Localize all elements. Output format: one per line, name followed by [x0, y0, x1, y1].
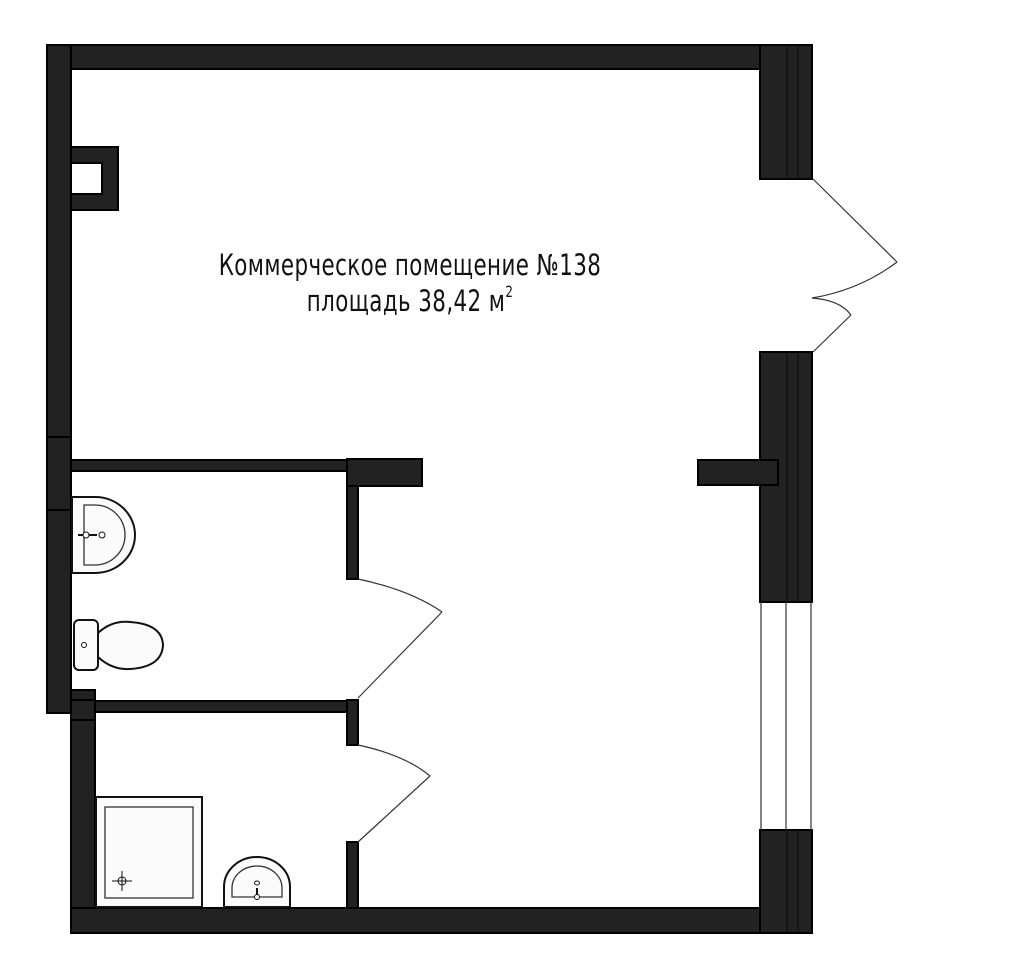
wc-sink-icon [71, 496, 136, 574]
wc-door [357, 578, 443, 699]
shower-room-sink-icon [223, 856, 291, 908]
area-value: 38,42 [418, 284, 482, 318]
area-unit-sup: 2 [505, 282, 514, 301]
window [760, 602, 812, 830]
room-area: площадь 38,42 м2 [74, 282, 746, 318]
vent-shaft [70, 146, 119, 211]
toilet-icon [73, 619, 165, 671]
area-label: площадь [306, 284, 412, 318]
shower-room-door [357, 744, 431, 843]
outer-walls [46, 44, 813, 934]
partitions [46, 436, 779, 909]
shower-tray-icon [95, 796, 203, 908]
entrance-door [811, 178, 898, 353]
room-title: Коммерческое помещение №138 [218, 248, 602, 282]
plan-label: Коммерческое помещение №138 площадь 38,4… [74, 248, 746, 318]
area-unit: м [488, 284, 506, 318]
